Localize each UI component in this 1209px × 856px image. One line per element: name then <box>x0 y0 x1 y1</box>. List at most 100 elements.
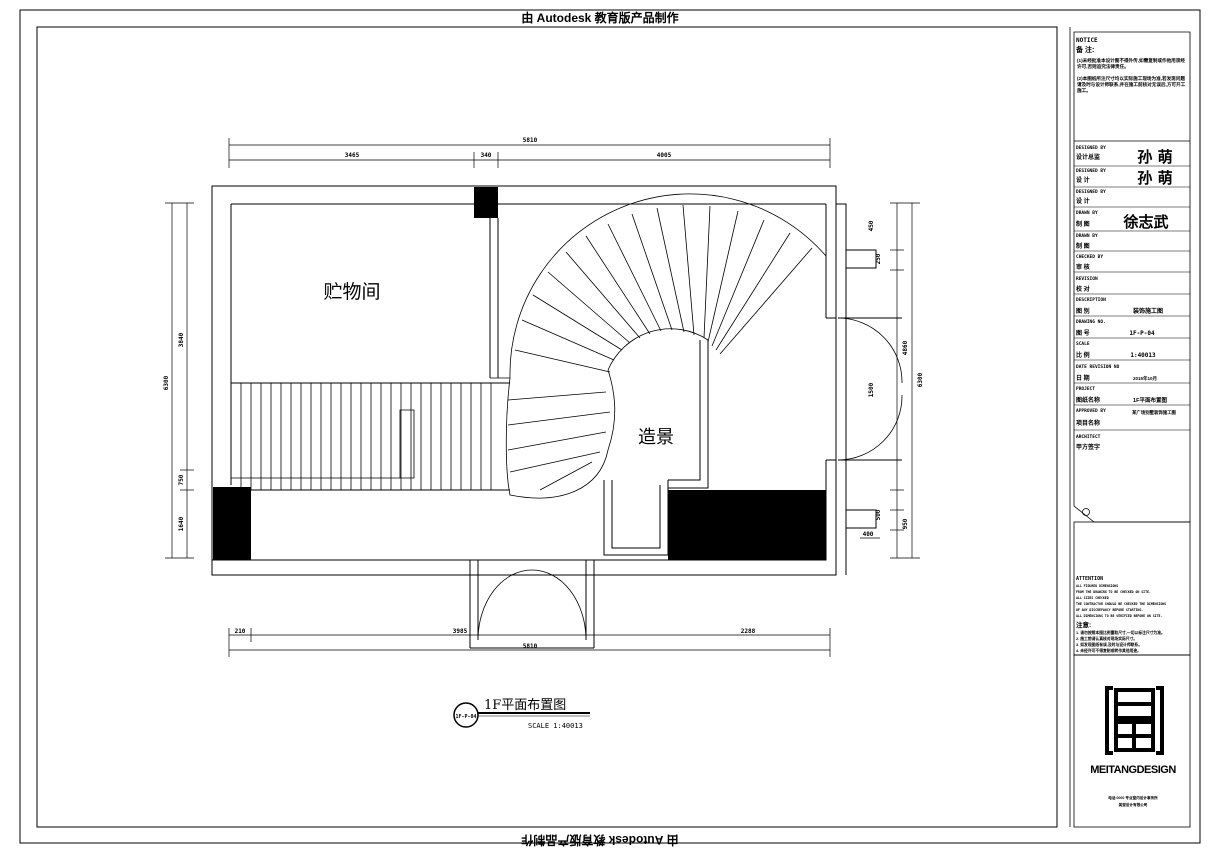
cabinet-block <box>668 490 826 560</box>
attention-cn: 注意: <box>1076 620 1091 629</box>
column-left <box>213 487 251 560</box>
title-row: ARCHITECT 甲方签字 <box>1076 434 1101 451</box>
dim-right-d: 1500 <box>868 382 875 397</box>
svg-text:ALL FIGURED DIMENSIONS: ALL FIGURED DIMENSIONS <box>1076 584 1118 588</box>
svg-text:FROM THE DRAWING TO BE CHECKED: FROM THE DRAWING TO BE CHECKED ON SITE. <box>1076 590 1151 594</box>
notice-1: (1)未经批准本设计图不得外传,如需复制或作他用须经许可,否则追究法律责任。 <box>1077 58 1185 69</box>
inner-frame <box>36 26 1058 828</box>
svg-text:2. 施工前请认真核对现场实际尺寸。: 2. 施工前请认真核对现场实际尺寸。 <box>1076 636 1137 641</box>
logo-text: MEITANGDESIGN <box>1090 764 1176 776</box>
svg-text:日 期: 日 期 <box>1076 374 1090 382</box>
dim-right-a: 450 <box>868 220 875 231</box>
svg-text:DRAWING NO.: DRAWING NO. <box>1076 319 1106 325</box>
title-row: DRAWN BY 制 图 <box>1074 233 1190 252</box>
attention-en: ATTENTION <box>1076 576 1103 582</box>
column-top <box>474 187 498 218</box>
title-row: REVISION 校 对 <box>1074 276 1190 295</box>
outer-frame <box>19 9 1201 844</box>
svg-text:4. 未经许可不得复制或转作其他用途。: 4. 未经许可不得复制或转作其他用途。 <box>1076 648 1141 653</box>
dim-bottom-total: 5810 <box>523 643 538 650</box>
dimension-lines <box>165 138 920 657</box>
dim-right-g: 400 <box>863 531 874 538</box>
title-row: PROJECT 图纸名称 1F平面布置图 <box>1074 386 1190 406</box>
title-row: APPROVED BY 项目名称 某广场别墅装饰施工图 <box>1074 408 1190 431</box>
svg-text:DESIGNED BY: DESIGNED BY <box>1076 145 1106 151</box>
svg-text:图纸名称: 图纸名称 <box>1076 396 1100 404</box>
dim-right-c: 4860 <box>902 340 909 355</box>
dim-left-a: 3840 <box>178 332 185 347</box>
dim-left-c: 1640 <box>178 516 185 531</box>
svg-text:ALL DIMENSIONS TO BE VERIFIED: ALL DIMENSIONS TO BE VERIFIED BEFORE ON … <box>1076 614 1162 618</box>
svg-text:孙 萌: 孙 萌 <box>1137 169 1172 187</box>
meitang-logo <box>1105 686 1164 755</box>
title-row: DESCRIPTION 图 别 装饰施工图 <box>1074 297 1190 317</box>
title-row: DESIGNED BY 设 计 孙 萌 <box>1074 168 1190 188</box>
attention-lines: ALL FIGURED DIMENSIONS FROM THE DRAWING … <box>1076 584 1166 618</box>
dim-bottom-c: 2288 <box>741 628 756 635</box>
title-row: DRAWN BY 制 图 徐志武 <box>1074 210 1190 232</box>
title-row: DRAWING NO. 图 号 1F-P-04 <box>1074 319 1190 339</box>
dim-right-total: 6300 <box>917 372 924 387</box>
svg-text:DESIGNED BY: DESIGNED BY <box>1076 168 1106 174</box>
svg-text:1:40013: 1:40013 <box>1130 352 1156 359</box>
drawing-name: 1F平面布置图 <box>484 698 566 713</box>
dim-top-a: 3465 <box>345 152 360 159</box>
svg-text:1F-P-04: 1F-P-04 <box>1129 330 1155 337</box>
dim-top-total: 5810 <box>523 137 538 144</box>
svg-text:DESCRIPTION: DESCRIPTION <box>1076 297 1106 303</box>
floor-plan <box>211 185 903 649</box>
svg-text:校 对: 校 对 <box>1076 285 1090 293</box>
svg-text:SCALE: SCALE <box>1076 341 1090 347</box>
dim-top-b: 340 <box>481 152 492 159</box>
drawing-badge: 1F-P-04 <box>455 714 476 720</box>
room-label-landscape: 造景 <box>638 427 674 447</box>
svg-text:APPROVED BY: APPROVED BY <box>1076 408 1106 414</box>
svg-text:1F平面布置图: 1F平面布置图 <box>1133 396 1167 404</box>
svg-text:图 别: 图 别 <box>1076 307 1090 315</box>
svg-text:OF ANY DISCREPANCY BEFORE STAR: OF ANY DISCREPANCY BEFORE STARTING. <box>1076 608 1143 612</box>
title-row: DATE REVISION NO 日 期 2015年10月 <box>1074 364 1190 384</box>
notice-cn: 备 注: <box>1075 45 1094 54</box>
svg-text:1. 请勿按照本图比例量取尺寸,一切以标注尺寸为准。: 1. 请勿按照本图比例量取尺寸,一切以标注尺寸为准。 <box>1076 630 1165 635</box>
title-row: CHECKED BY 审 核 <box>1074 254 1190 273</box>
svg-text:设计总监: 设计总监 <box>1076 153 1100 161</box>
dim-right-b: 250 <box>875 253 882 264</box>
logo-sub2: 美堂设计有限公司 <box>1118 802 1148 807</box>
attention-cn-lines: 1. 请勿按照本图比例量取尺寸,一切以标注尺寸为准。 2. 施工前请认真核对现场… <box>1076 630 1165 653</box>
dim-left-total: 6300 <box>163 375 170 390</box>
dim-right-e: 500 <box>875 509 882 520</box>
drawing-scale: SCALE 1:40013 <box>528 722 583 730</box>
svg-text:3. 如发现图纸有误,及时与设计师联系。: 3. 如发现图纸有误,及时与设计师联系。 <box>1076 642 1142 647</box>
svg-text:THE CONTRACTOR SHOULD BE CHECK: THE CONTRACTOR SHOULD BE CHECKED THE DIM… <box>1076 602 1166 606</box>
svg-text:图 号: 图 号 <box>1076 329 1090 337</box>
title-row: SCALE 比 例 1:40013 <box>1074 341 1190 361</box>
svg-text:DRAWN BY: DRAWN BY <box>1076 233 1098 239</box>
notice-en: NOTICE <box>1076 37 1098 44</box>
title-block: NOTICE 备 注: (1)未经批准本设计图不得外传,如需复制或作他用须经许可… <box>1073 31 1191 828</box>
notice-2: (2)本图纸所注尺寸均以实际施工现场为准,若发现问题请及时与设计师联系,并在施工… <box>1077 76 1186 93</box>
title-row: DESIGNED BY 设计总监 孙 萌 <box>1074 145 1190 167</box>
straight-stairs <box>231 383 492 490</box>
svg-text:审 核: 审 核 <box>1076 263 1090 271</box>
svg-text:DATE REVISION NO: DATE REVISION NO <box>1076 364 1120 370</box>
svg-text:项目名称: 项目名称 <box>1076 419 1100 427</box>
svg-text:设 计: 设 计 <box>1076 176 1090 184</box>
svg-text:REVISION: REVISION <box>1076 276 1098 282</box>
svg-text:装饰施工图: 装饰施工图 <box>1132 307 1163 315</box>
room-label-storage: 贮物间 <box>323 281 380 303</box>
dim-top-c: 4005 <box>657 152 672 159</box>
logo-sub1: 电话 0000 专业室内设计事务所 <box>1108 795 1158 800</box>
dimension-text: 5810 3465 340 4005 6300 3840 750 1640 63… <box>163 137 924 650</box>
title-row: DESIGNED BY 设 计 <box>1074 189 1190 208</box>
dim-right-f: 950 <box>902 518 909 529</box>
svg-text:ALL SIZES CHECKED: ALL SIZES CHECKED <box>1076 596 1109 600</box>
svg-text:ARCHITECT: ARCHITECT <box>1076 434 1101 440</box>
svg-text:DESIGNED BY: DESIGNED BY <box>1076 189 1106 195</box>
spiral-stairs <box>490 193 827 499</box>
drawing-title: 1F-P-04 1F平面布置图 SCALE 1:40013 <box>453 698 590 730</box>
dim-bottom-a: 210 <box>235 628 246 635</box>
svg-text:PROJECT: PROJECT <box>1076 386 1095 392</box>
watermark-bottom: 由 Autodesk 教育版产品制作 <box>521 833 678 848</box>
watermark-top: 由 Autodesk 教育版产品制作 <box>521 10 678 25</box>
